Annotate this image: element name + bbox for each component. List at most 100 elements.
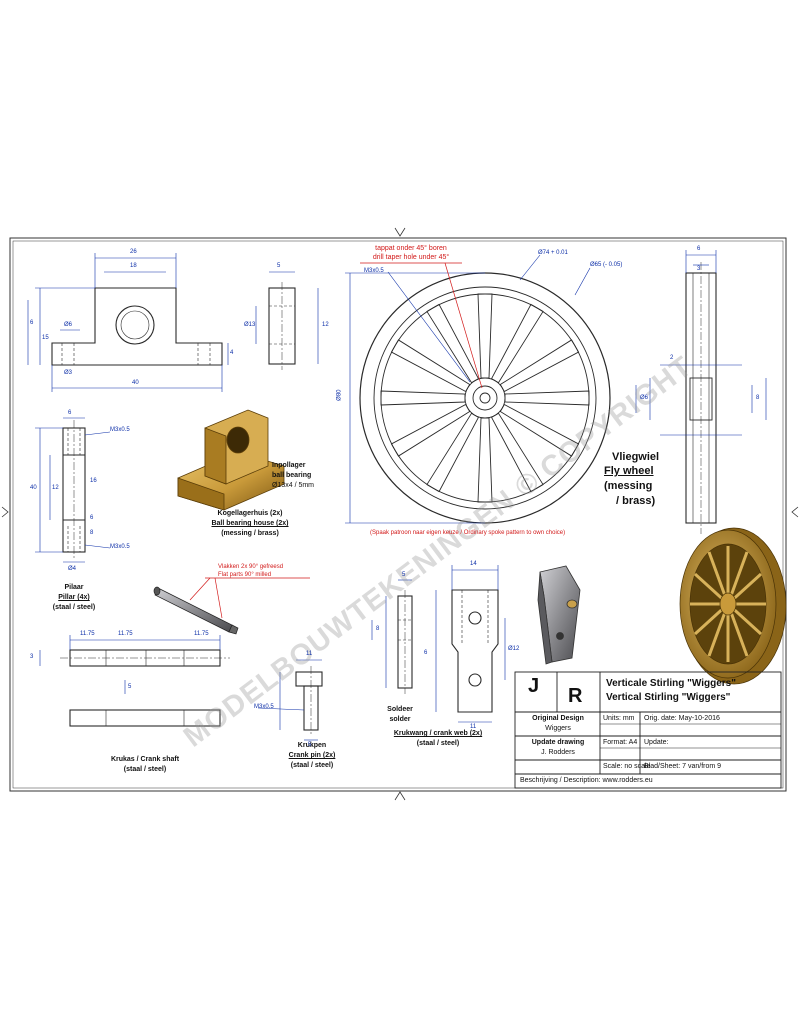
dim-label: 11.75 [194, 631, 209, 637]
dim-label: 12 [52, 485, 59, 491]
crank-pin-en: Crank pin (2x) [288, 752, 336, 759]
dim-label: 6 [68, 410, 72, 416]
fly-inner-dim: Ø65 (- 0.05) [590, 262, 623, 268]
format: Format: A4 [603, 739, 638, 746]
flywheel-mat-2: / brass) [616, 495, 656, 507]
center-marks [1, 227, 799, 801]
dim-label: 16 [90, 478, 97, 484]
dim-label: 40 [30, 485, 37, 491]
dim-label: 8 [756, 395, 760, 401]
orig-date: Orig. date: May-10-2016 [644, 715, 720, 722]
description: Beschrijving / Description: www.rodders.… [520, 777, 653, 784]
side-view-dimensions [255, 271, 319, 364]
sheet-number: Blad/Sheet: 7 van/from 9 [644, 763, 722, 770]
flywheel-dimensions [345, 254, 591, 524]
dim-label: 11 [470, 724, 477, 730]
units: Units: mm [603, 715, 635, 722]
dim-label: Ø6 [64, 322, 73, 328]
crank-shaft-dimensions [39, 635, 221, 694]
dim-label: 6 [424, 650, 428, 656]
pillar-mat: (staal / steel) [52, 604, 96, 611]
shaft-note-nl: Vlakken 2x 90° gefreesd [218, 564, 284, 570]
flywheel-side-dims [635, 250, 767, 436]
bearing-house-3d [177, 409, 285, 511]
crank-shaft-mat: (staal / steel) [123, 766, 167, 773]
dim-label: 6 [90, 515, 94, 521]
solder-en: solder [389, 716, 411, 723]
orig-design-value: Wiggers [545, 725, 571, 732]
pillar-name-nl: Pilaar [64, 584, 84, 591]
pillar-drawing [62, 420, 86, 560]
dim-label: 3 [30, 654, 34, 660]
bearing-house-mat: (messing / brass) [221, 530, 279, 537]
dim-label: 11.75 [118, 631, 133, 637]
crank-pin-drawing [295, 666, 323, 736]
m3-note-3: M3x0.5 [110, 544, 130, 550]
dim-label: 8 [376, 626, 380, 632]
crank-web-front-dims [435, 565, 506, 723]
shaft-note-en: Flat parts 90° milled [218, 572, 272, 578]
dim-label: 15 [42, 335, 49, 341]
dim-label: 5 [402, 572, 406, 578]
crank-shaft-name: Krukas / Crank shaft [110, 756, 180, 763]
dim-label: 14 [470, 561, 477, 567]
crank-shaft-3d [153, 586, 239, 635]
bearing-house-side-view [268, 282, 296, 370]
initial-r: R [568, 685, 583, 707]
dim-label: 4 [230, 350, 234, 356]
dim-label: 12 [322, 322, 329, 328]
m3-note-1: M3x0.5 [364, 268, 384, 274]
dim-label: 26 [130, 249, 137, 255]
shaft-note-leader [189, 577, 310, 619]
bearing-name-en: ball bearing [272, 472, 312, 479]
dim-label: Ø12 [508, 646, 520, 652]
flywheel-name-en: Fly wheel [604, 465, 654, 477]
bearing-house-nl: Kogellagerhuis (2x) [217, 510, 283, 517]
flywheel-3d [679, 527, 787, 685]
crank-pin-mat: (staal / steel) [290, 762, 334, 769]
flywheel-spokes [380, 293, 590, 503]
crank-web-mat: (staal / steel) [416, 740, 460, 747]
flywheel-mat-1: (messing [604, 480, 653, 492]
orig-design-label: Original Design [532, 715, 584, 722]
flywheel-front [359, 272, 611, 524]
update-label: Update drawing [531, 739, 585, 746]
m3-note-2: M3x0.5 [110, 427, 130, 433]
initial-j: J [528, 675, 540, 697]
dim-label: Ø4 [68, 566, 77, 572]
crank-pin-dimensions [257, 659, 322, 741]
tap-note-nl: tappat onder 45° boren [375, 245, 447, 252]
dim-label: Ø6 [640, 395, 649, 401]
update-value: J. Rodders [541, 749, 575, 756]
dim-label: 11.75 [80, 631, 95, 637]
flywheel-name-nl: Vliegwiel [612, 451, 660, 463]
title-nl: Verticale Stirling "Wiggers" [606, 678, 736, 689]
dim-label: 3 [697, 266, 701, 272]
crank-pin-nl: Krukpen [297, 742, 327, 749]
tap-note-en: drill taper hole under 45° [372, 254, 450, 261]
crank-web-front [451, 589, 499, 713]
pillar-name-en: Pillar (4x) [58, 594, 90, 601]
dim-label: 5 [277, 263, 281, 269]
dim-label: 2 [670, 355, 674, 361]
update-date: Update: [644, 739, 669, 746]
bearing-house-dimensions [27, 253, 229, 392]
fly-od-dim: Ø80 [336, 389, 343, 401]
dim-label: 5 [308, 742, 312, 748]
spoke-pattern-note: (Spaak patroon naar eigen keuze / Ordina… [370, 530, 566, 536]
bearing-name-nl: Inpollager [272, 462, 306, 469]
dim-label: 40 [132, 380, 139, 386]
title-block [514, 671, 782, 789]
crank-web-3d [537, 565, 581, 665]
dim-label: Ø3 [64, 370, 73, 376]
crank-web-side [397, 590, 413, 694]
sheet-border [9, 237, 787, 792]
crank-web-side-dims [371, 579, 412, 688]
solder-nl: Soldeer [387, 706, 413, 713]
pillar-dimensions [35, 417, 111, 563]
dim-label: 18 [130, 263, 137, 269]
dim-label: 11 [306, 651, 313, 657]
title-en: Vertical Stirling "Wiggers" [606, 692, 731, 703]
bearing-house-en: Ball bearing house (2x) [211, 520, 289, 527]
